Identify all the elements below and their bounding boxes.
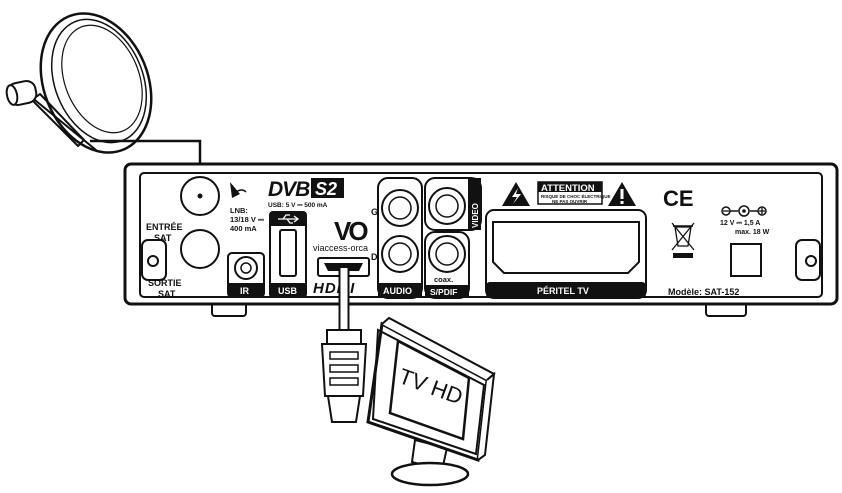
lnb-label: LNB: 13/18 V ⎓ 400 mA [230, 206, 266, 233]
audio-right-label: D [371, 252, 378, 262]
tv-icon [366, 316, 496, 487]
power-spec-1: 12 V ⎓ 1,5 A [720, 220, 760, 227]
hdmi-cable [320, 268, 368, 423]
ir-label: IR [240, 286, 250, 296]
satellite-dish-icon [5, 12, 153, 154]
attention-title: ATTENTION [541, 183, 595, 194]
spdif-port[interactable] [424, 231, 470, 299]
vo-logo: VO [334, 216, 368, 246]
audio-left-label: G [371, 207, 378, 217]
spdif-label: S/PDIF [430, 287, 457, 297]
peritel-port[interactable] [485, 209, 647, 299]
sat-input-connector[interactable] [180, 176, 220, 216]
coax-label: coax. [434, 275, 453, 284]
audio-ports[interactable] [377, 177, 423, 299]
peritel-label: PÉRITEL TV [537, 286, 589, 296]
dc-power-input[interactable] [730, 243, 762, 277]
warning-line2: NE PAS OUVRIR [552, 199, 588, 204]
electric-warning-icon [502, 182, 530, 206]
usb-spec-label: USB: 5 V ⎓ 500 mA [268, 202, 328, 209]
sortie-label: SORTIE SAT [148, 278, 184, 299]
svg-text:DVB: DVB [268, 178, 310, 201]
ir-port[interactable] [227, 252, 265, 298]
dvb-s2-logo: DVB S2 [268, 178, 344, 201]
weee-bin-icon [671, 222, 695, 258]
sat-output-connector[interactable] [180, 229, 220, 269]
usb-icon [278, 214, 300, 224]
warning-line1: RISQUE DE CHOC ÉLECTRIQUE [541, 192, 611, 199]
video-label: VIDEO [471, 203, 480, 228]
entree-label: ENTRÉE SAT [146, 222, 185, 243]
lnb-icon [230, 182, 247, 198]
usb-port[interactable] [269, 211, 307, 298]
ce-mark: CE [663, 186, 694, 211]
svg-text:S2: S2 [315, 179, 337, 199]
audio-label: AUDIO [383, 286, 412, 296]
exclamation-warning-icon [608, 182, 636, 206]
viaccess-label: viaccess-orca [313, 243, 368, 253]
usb-label: USB [278, 286, 298, 296]
model-label: Modèle: SAT-152 [668, 287, 739, 297]
video-port[interactable] [424, 177, 482, 231]
power-spec-2: max. 18 W [735, 229, 770, 236]
dc-polarity-icon [721, 205, 767, 217]
